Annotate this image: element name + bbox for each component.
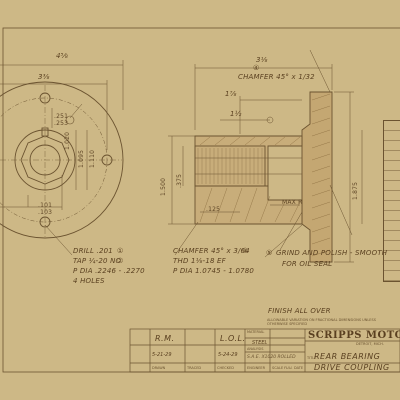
note-pdia: P DIA .2246 - .2270 bbox=[73, 267, 145, 275]
dim-bolt-circle: 3⅜ bbox=[38, 73, 50, 81]
analysis-value: S.A.E. X1020 ROLLED bbox=[247, 355, 296, 360]
checked-by: L.O.L. bbox=[220, 334, 246, 343]
note-chamfer: CHAMFER 45° x 3/64 bbox=[173, 247, 250, 255]
dim-hole-b: .103 bbox=[38, 209, 53, 216]
note-chamfer-top-num: ④ bbox=[253, 64, 260, 72]
dim-hub-top-b: .253 bbox=[54, 120, 69, 127]
dim-side-length: 3⅛ bbox=[256, 56, 268, 64]
col-date: DATE bbox=[294, 366, 304, 370]
note-thd: THD 1⅛-18 EF bbox=[173, 257, 226, 265]
date-checked: 5-24-29 bbox=[218, 352, 238, 358]
flange-section bbox=[301, 91, 333, 263]
col-traced: TRACED bbox=[187, 366, 202, 370]
dim-hole: .101 bbox=[38, 202, 53, 209]
material-label: MATERIAL bbox=[247, 330, 265, 334]
flange-outline bbox=[0, 81, 124, 239]
note-chamfer-top: CHAMFER 45° x 1/32 bbox=[238, 73, 315, 81]
dim-flange-thk: .125 bbox=[206, 206, 221, 213]
dim-hub-1095: 1.095 bbox=[78, 149, 85, 168]
title-label: TITLE bbox=[307, 356, 317, 360]
dim-hub-1110: 1.110 bbox=[89, 149, 96, 168]
drawn-by: R.M. bbox=[155, 334, 175, 343]
col-drawn: DRAWN bbox=[152, 366, 166, 370]
company-name: SCRIPPS MOTOR bbox=[308, 330, 400, 341]
fine-print: ALLOWABLE VARIATION ON FRACTIONAL DIMENS… bbox=[267, 318, 376, 326]
note-pdia-2: P DIA 1.0745 - 1.0780 bbox=[173, 267, 255, 275]
note-drill: DRILL .201 bbox=[73, 247, 113, 255]
side-callout-circle bbox=[266, 116, 274, 124]
dim-dia-b: .375 bbox=[176, 173, 183, 188]
company-location: DETROIT, MICH. bbox=[356, 342, 384, 346]
note-finish: FINISH ALL OVER bbox=[268, 307, 331, 315]
title-line-2: DRIVE COUPLING bbox=[314, 363, 390, 372]
note-holes: 4 HOLES bbox=[73, 277, 105, 285]
dim-dia-d: 1.875 bbox=[352, 181, 359, 200]
col-engineer: ENGINEER bbox=[247, 366, 266, 370]
note-max-r: MAX R bbox=[282, 199, 303, 206]
note-grind-num: ⑤ bbox=[266, 249, 273, 257]
date-drawn: 5-21-29 bbox=[152, 352, 172, 358]
dim-hub-top: .251 bbox=[54, 113, 69, 120]
note-grind: GRIND AND POLISH - SMOOTH bbox=[276, 249, 388, 257]
keyway bbox=[41, 127, 49, 137]
front-dimensions bbox=[0, 60, 124, 210]
note-grind-2: FOR OIL SEAL bbox=[282, 260, 333, 268]
analysis-label: ANALYSIS bbox=[247, 347, 264, 351]
leader-lines bbox=[44, 221, 303, 258]
scale-value: FULL bbox=[284, 366, 293, 370]
front-view bbox=[0, 81, 124, 239]
thread-lines bbox=[197, 148, 263, 184]
title-block-lines bbox=[129, 328, 400, 373]
col-scale: SCALE bbox=[272, 366, 284, 370]
side-dimensions bbox=[168, 49, 363, 263]
dim-overall-width: 4⁵⁄₈ bbox=[56, 52, 69, 60]
title-line-1: REAR BEARING bbox=[314, 352, 381, 361]
note-drill-num: ① bbox=[117, 247, 124, 255]
section-hatching bbox=[199, 93, 331, 257]
dim-ring: 1.020 bbox=[64, 131, 71, 150]
note-tap: TAP ¼-20 NC bbox=[73, 257, 121, 265]
note-chamfer-num: ③ bbox=[242, 247, 249, 255]
col-checked: CHECKED bbox=[217, 366, 234, 370]
dim-side-hub: 1½ bbox=[230, 110, 242, 118]
note-tap-num: ② bbox=[117, 257, 124, 265]
callout-circle bbox=[65, 115, 75, 125]
side-section-view bbox=[194, 91, 333, 263]
material-value: STEEL bbox=[252, 340, 268, 346]
revision-panel bbox=[383, 120, 400, 282]
dim-side-sub: 1⅞ bbox=[225, 90, 237, 98]
dim-dia-c: 1.500 bbox=[160, 177, 167, 196]
hub-section bbox=[194, 135, 303, 187]
